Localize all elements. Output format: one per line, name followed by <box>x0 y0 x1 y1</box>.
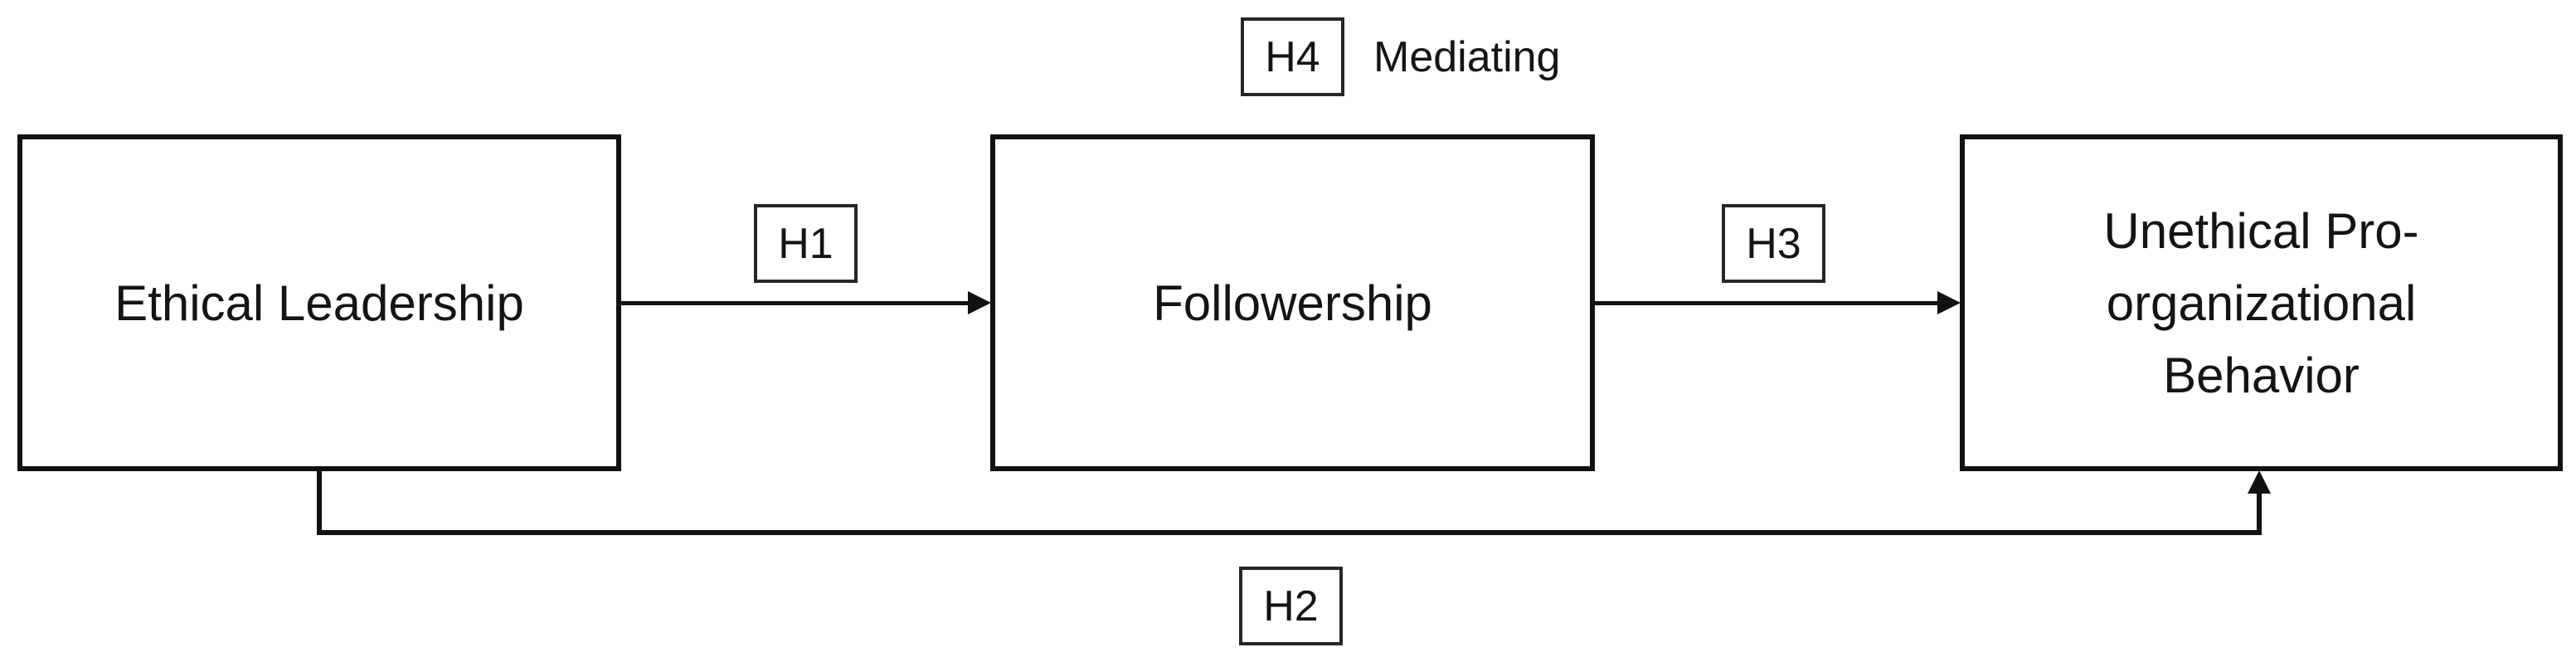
mediating-annotation: Mediating <box>1373 32 1561 81</box>
h2-arrow-line-up <box>2257 489 2262 535</box>
node-ethical-leadership: Ethical Leadership <box>17 134 621 471</box>
h2-arrow-line-down <box>317 471 322 535</box>
h2-arrowhead-icon <box>2248 470 2271 494</box>
node-ethical-leadership-label: Ethical Leadership <box>114 275 524 331</box>
h3-arrowhead-icon <box>1937 291 1961 314</box>
h2-label: H2 <box>1263 582 1319 630</box>
node-followership-label: Followership <box>1153 275 1432 331</box>
h3-label: H3 <box>1746 219 1801 268</box>
h1-label-box: H1 <box>754 204 858 283</box>
h1-arrow-line <box>621 301 973 305</box>
h3-label-box: H3 <box>1722 204 1825 283</box>
h2-label-box: H2 <box>1239 567 1343 645</box>
h4-label-box: H4 <box>1241 17 1344 96</box>
h1-label: H1 <box>778 219 834 268</box>
node-followership: Followership <box>990 134 1595 471</box>
h1-arrowhead-icon <box>968 291 991 314</box>
h2-arrow-line-horizontal <box>317 530 2262 535</box>
node-unethical-pro-organizational-behavior-label: Unethical Pro- organizational Behavior <box>2103 202 2419 403</box>
h3-arrow-line <box>1595 301 1938 305</box>
node-unethical-pro-organizational-behavior: Unethical Pro- organizational Behavior <box>1960 134 2563 471</box>
h4-label: H4 <box>1265 32 1320 81</box>
